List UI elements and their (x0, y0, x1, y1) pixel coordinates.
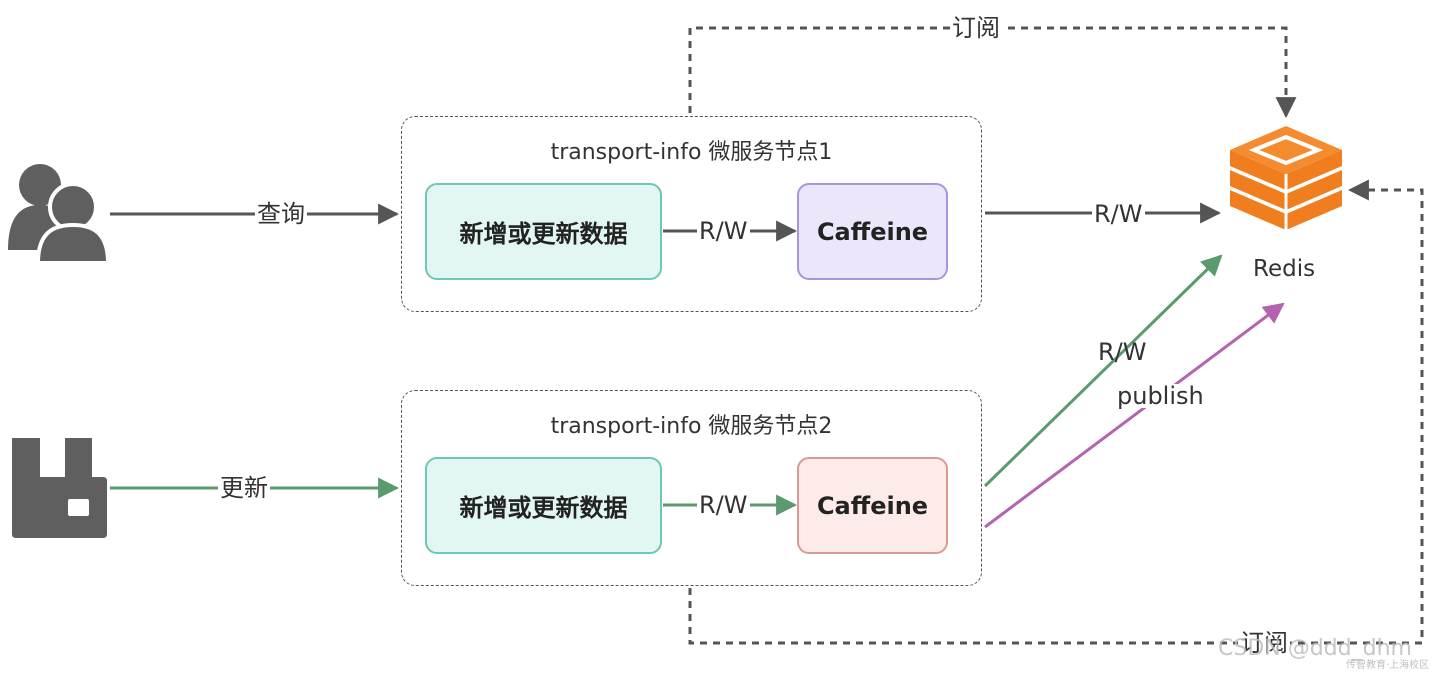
edge-node2-redis-rw (983, 254, 1223, 488)
node2-rw-label: R/W (697, 491, 750, 519)
node1-caffeine-box: Caffeine (797, 183, 948, 280)
publish-label: publish (1115, 382, 1206, 410)
redis-icon (1230, 126, 1342, 230)
subscribe-top-label: 订阅 (950, 14, 1002, 42)
node1-frame (401, 116, 982, 312)
node2-frame (401, 390, 982, 586)
node2-caffeine-box: Caffeine (797, 457, 948, 554)
subscribe-bottom-label: 订阅 (1238, 629, 1290, 657)
node1-rw-label: R/W (697, 217, 750, 245)
watermark-text: CSDN @ddd_dhm (1218, 636, 1412, 661)
node1-data-box: 新增或更新数据 (425, 183, 662, 280)
node1-redis-rw-label: R/W (1092, 200, 1145, 228)
watermark-subtext: 传智教育·上海校区 (1346, 660, 1430, 671)
users-icon (8, 164, 111, 265)
node2-title: transport-info 微服务节点2 (550, 414, 833, 439)
rabbitmq-icon (12, 438, 107, 538)
redis-label: Redis (1253, 256, 1316, 282)
query-label: 查询 (255, 200, 307, 228)
node2-data-box: 新增或更新数据 (425, 457, 662, 554)
node2-redis-rw-label: R/W (1098, 338, 1147, 366)
edge-node2-publish (984, 302, 1285, 529)
edge-subscribe-bottom (688, 179, 1424, 645)
update-label: 更新 (218, 474, 270, 502)
node1-title: transport-info 微服务节点1 (550, 140, 833, 165)
